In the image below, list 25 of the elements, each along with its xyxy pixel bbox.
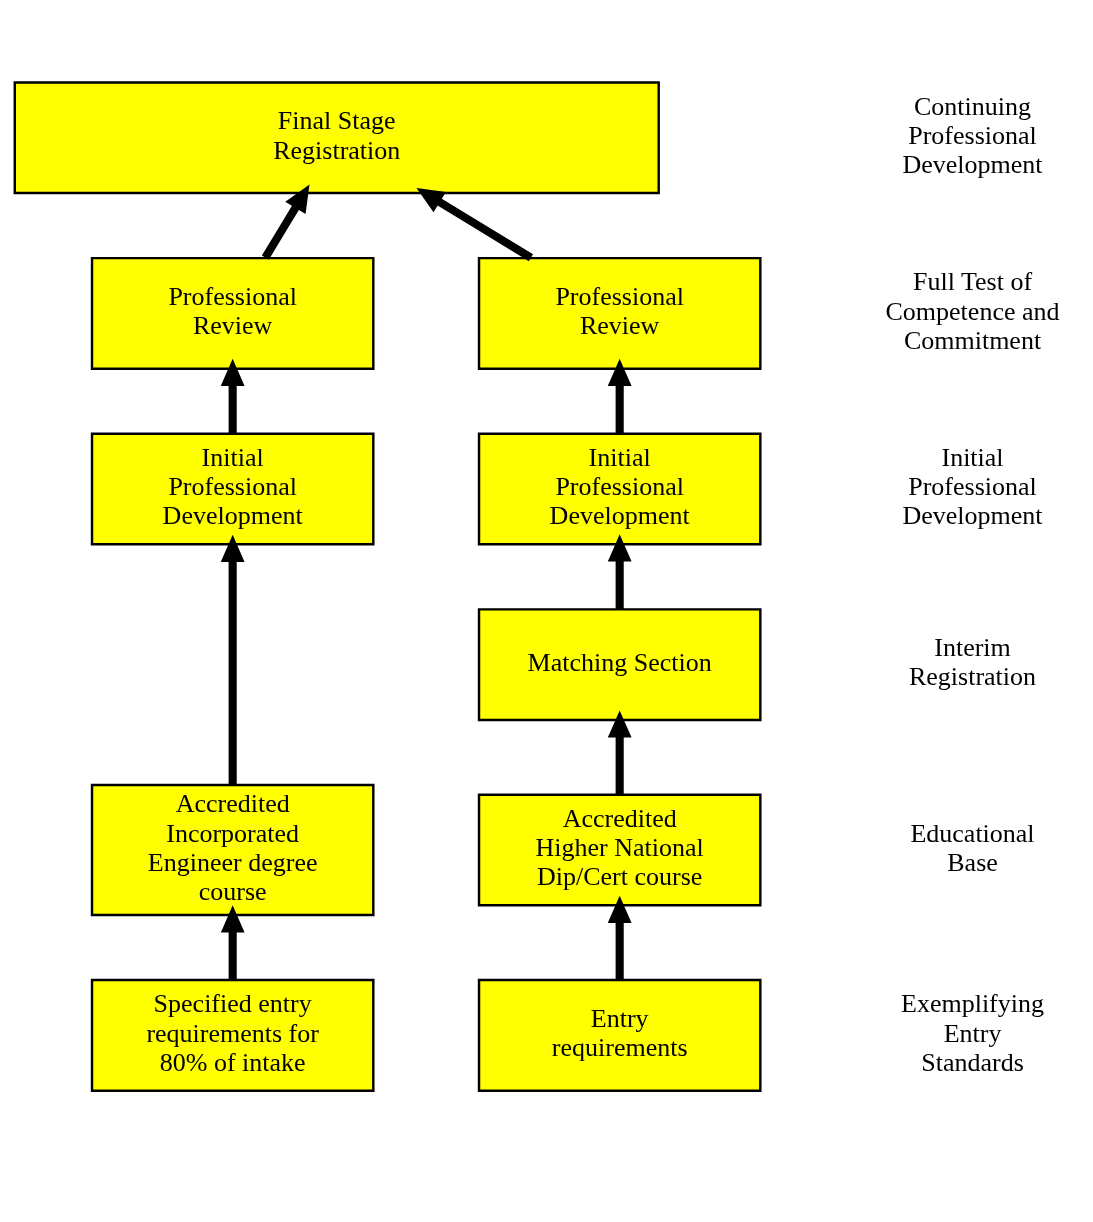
node-box: Final Stage Registration (13, 80, 660, 194)
node-box: Accredited Higher National Dip/Cert course (477, 793, 762, 906)
node-box: Initial Professional Development (90, 432, 375, 545)
node-box: Professional Review (90, 256, 375, 370)
arrow (261, 184, 310, 260)
arrow (220, 534, 245, 785)
label: Interim Registration (908, 632, 1037, 691)
node-box: Matching Section (477, 607, 762, 721)
arrow (220, 904, 245, 980)
arrow (607, 358, 632, 433)
node-box: Initial Professional Development (477, 432, 762, 545)
node-box: Specified entry requirements for 80% of intake (90, 978, 375, 1092)
node-box: Professional Review (477, 256, 762, 370)
node-box: Accredited Incorporated Engineer degree course (90, 783, 375, 916)
arrow (607, 895, 632, 980)
arrow (607, 533, 632, 609)
label: Educational Base (910, 818, 1035, 877)
node-box: Entry requirements (477, 978, 762, 1092)
label: Full Test of Competence and Commitment (885, 266, 1060, 355)
arrow (607, 709, 632, 794)
arrow (220, 358, 245, 433)
label: Initial Professional Development (902, 442, 1043, 530)
label: Continuing Professional Development (902, 91, 1043, 179)
arrow (416, 187, 534, 261)
label: Exemplifying Entry Standards (901, 988, 1045, 1077)
